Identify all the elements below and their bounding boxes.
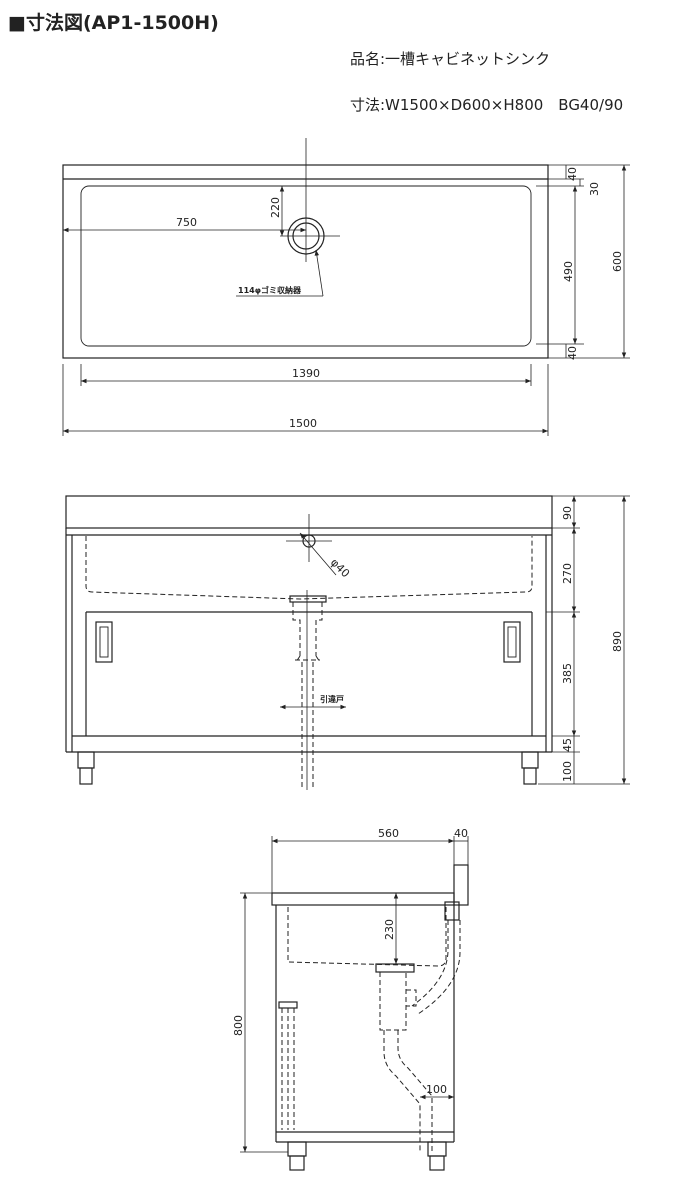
product-dimensions: 寸法:W1500×D600×H800 BG40/90 bbox=[350, 96, 624, 114]
dim-230-label: 230 bbox=[383, 919, 396, 940]
sliding-door-label: 引違戸 bbox=[320, 694, 344, 704]
phi40-label: φ40 bbox=[328, 556, 352, 580]
dim-30-label: 30 bbox=[588, 182, 601, 196]
top-view-outline bbox=[62, 164, 549, 359]
side-left-leg bbox=[287, 1141, 307, 1157]
dim-220-label: 220 bbox=[269, 197, 282, 218]
front-view: φ40 引違戸 90 270 385 45 100 890 bbox=[65, 495, 630, 790]
side-hidden-bowl bbox=[287, 907, 447, 967]
dim-40-top-label: 40 bbox=[566, 167, 579, 181]
side-drain-trap bbox=[379, 972, 417, 1031]
dim-385-label: 385 bbox=[561, 663, 574, 684]
dim-side-40-label: 40 bbox=[454, 827, 468, 840]
top-view: 750 220 114φゴミ収納器 1390 1500 40 30 490 40… bbox=[62, 138, 630, 436]
dim-890-label: 890 bbox=[611, 631, 624, 652]
dim-560-label: 560 bbox=[378, 827, 399, 840]
side-drain-fitting bbox=[375, 963, 415, 973]
dim-45-label: 45 bbox=[561, 738, 574, 752]
front-right-leg bbox=[521, 751, 539, 769]
dim-100-label: 100 bbox=[561, 761, 574, 782]
front-left-leg bbox=[77, 751, 95, 769]
overflow-pipe bbox=[411, 920, 461, 1015]
dim-490-label: 490 bbox=[562, 261, 575, 282]
dim-750-label: 750 bbox=[176, 216, 197, 229]
dim-90-label: 90 bbox=[561, 506, 574, 520]
dim-1500-label: 1500 bbox=[289, 417, 317, 430]
product-name: 品名:一槽キャビネットシンク bbox=[350, 50, 551, 68]
side-view: 560 40 230 800 100 bbox=[232, 827, 469, 1171]
dim-1390-label: 1390 bbox=[292, 367, 320, 380]
side-drain-pipe bbox=[383, 1030, 433, 1152]
drawing-title: ■寸法図(AP1-1500H) bbox=[8, 12, 219, 34]
drain-leader bbox=[314, 249, 324, 297]
side-backguard bbox=[453, 864, 469, 906]
drain-fitting bbox=[289, 595, 327, 603]
hidden-bowl-outline bbox=[85, 536, 533, 600]
drain-label: 114φゴミ収納器 bbox=[238, 285, 302, 295]
dim-side-100-label: 100 bbox=[426, 1083, 447, 1096]
dim-40-bottom-label: 40 bbox=[566, 346, 579, 360]
dim-800-label: 800 bbox=[232, 1015, 245, 1036]
left-door-handle bbox=[95, 621, 113, 663]
dim-270-label: 270 bbox=[561, 563, 574, 584]
right-door-handle bbox=[503, 621, 521, 663]
side-countertop bbox=[271, 892, 455, 906]
side-right-leg bbox=[427, 1141, 447, 1157]
dim-600-label: 600 bbox=[611, 251, 624, 272]
